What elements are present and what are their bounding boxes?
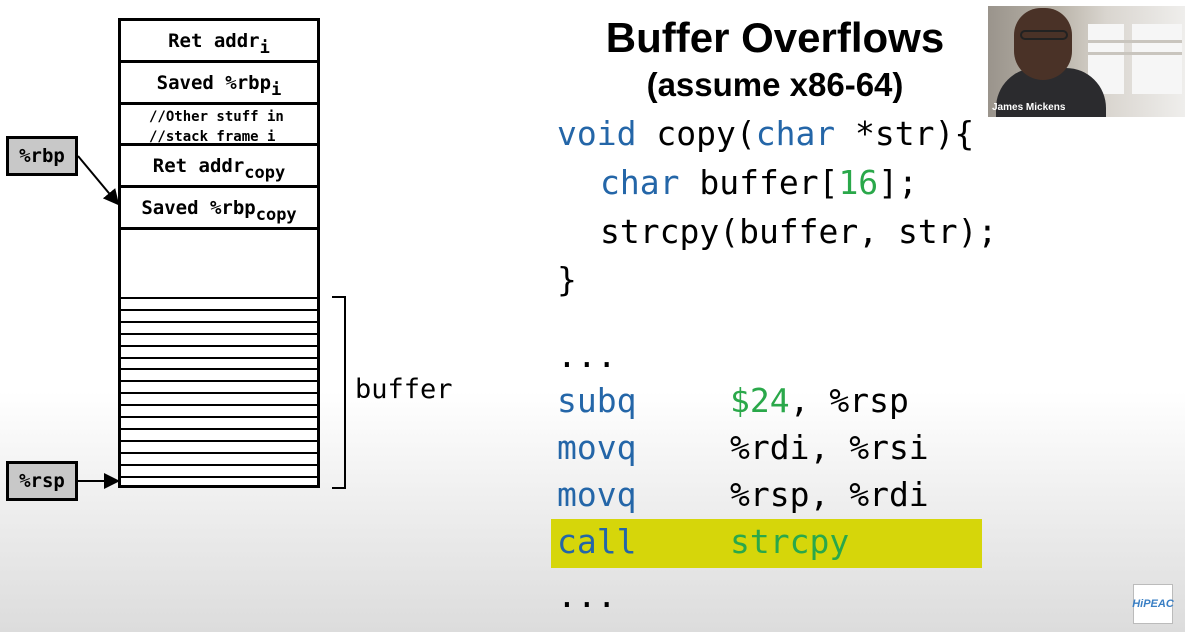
code-text: *str){ [835, 114, 975, 153]
code-line-2: char buffer[16]; [600, 163, 918, 202]
asm-op: call [557, 522, 637, 561]
rbp-register-box: %rbp [6, 136, 78, 176]
blind-slat [1088, 52, 1182, 55]
code-line-4: } [557, 260, 577, 299]
stack-cell-ret-addr-i: Ret addri [121, 21, 317, 63]
blind-slat [1088, 40, 1182, 43]
number-literal: 16 [838, 163, 879, 202]
buffer-bracket [332, 296, 346, 489]
stack-cell-ret-addr-copy: Ret addrcopy [121, 146, 317, 188]
asm-args: %rsp, %rdi [730, 475, 929, 514]
code-text: buffer[ [679, 163, 839, 202]
code-text: ]; [878, 163, 918, 202]
speaker-face [1014, 8, 1072, 80]
glasses-icon [1020, 30, 1068, 40]
buffer-slot-line [121, 356, 317, 359]
buffer-slot-line [121, 344, 317, 347]
asm-args: strcpy [730, 522, 850, 561]
call-highlight [551, 519, 982, 568]
slide-title: Buffer Overflows [605, 14, 945, 61]
stack-cell-subscript: copy [244, 163, 286, 183]
asm-op: movq [557, 475, 637, 514]
asm-op: subq [557, 381, 637, 420]
buffer-slot-line [121, 380, 317, 383]
buffer-slot-line [121, 308, 317, 311]
number-literal: $24 [730, 381, 790, 420]
buffer-slot-line [121, 427, 317, 430]
buffer-slot-line [121, 368, 317, 371]
diagram-arrows [77, 155, 346, 489]
stack-cell-label: Ret addr [168, 30, 260, 52]
webcam-video: James Mickens [988, 6, 1185, 117]
slide-subtitle: (assume x86-64) [646, 66, 904, 103]
buffer-label: buffer [355, 374, 453, 405]
asm-args: %rdi, %rsi [730, 428, 929, 467]
asm-args: $24, %rsp [730, 381, 909, 420]
stack-diagram: Ret addri Saved %rbpi //Other stuff in /… [118, 18, 320, 488]
stack-cell-subscript: i [259, 38, 270, 58]
code-text: , %rsp [789, 381, 909, 420]
keyword: char [600, 163, 680, 202]
stack-cell-subscript: i [271, 80, 282, 100]
code-line-1: void copy(char *str){ [557, 114, 974, 153]
buffer-slot-line [121, 320, 317, 323]
stack-cell-label: Saved %rbp [156, 72, 272, 94]
keyword: char [755, 114, 836, 153]
stack-cell-label: Ret addr [152, 155, 245, 177]
asm-op: movq [557, 428, 637, 467]
stack-cell-saved-rbp-i: Saved %rbpi [121, 63, 317, 105]
buffer-slot-line [121, 463, 317, 466]
buffer-slot-line [121, 404, 317, 407]
asm-ellipsis-bottom: ... [557, 576, 617, 615]
keyword: void [557, 114, 637, 153]
window-pane [1132, 24, 1182, 94]
code-text: copy( [636, 114, 756, 153]
rbp-arrow [77, 155, 120, 206]
hipeac-logo: HiPEAC [1132, 584, 1174, 624]
buffer-slot-line [121, 439, 317, 442]
stack-cell-subscript: copy [255, 205, 297, 225]
stack-note-line: //Other stuff in [149, 109, 284, 125]
stack-cell-other-stuff: //Other stuff in //stack frame i [121, 105, 317, 146]
rsp-register-box: %rsp [6, 461, 78, 501]
code-line-3: strcpy(buffer, str); [600, 212, 998, 251]
asm-ellipsis-top: ... [557, 336, 617, 375]
buffer-region [121, 297, 317, 487]
buffer-slot-line [121, 416, 317, 418]
webcam-name: James Mickens [992, 102, 1066, 113]
buffer-slot-line [121, 297, 317, 299]
stack-note-line: //stack frame i [149, 129, 276, 145]
buffer-slot-line [121, 475, 317, 478]
stack-cell-saved-rbp-copy: Saved %rbpcopy [121, 188, 317, 230]
buffer-slot-line [121, 451, 317, 454]
buffer-slot-line [121, 332, 317, 335]
stack-cell-label: Saved %rbp [141, 197, 256, 219]
buffer-slot-line [121, 392, 317, 395]
